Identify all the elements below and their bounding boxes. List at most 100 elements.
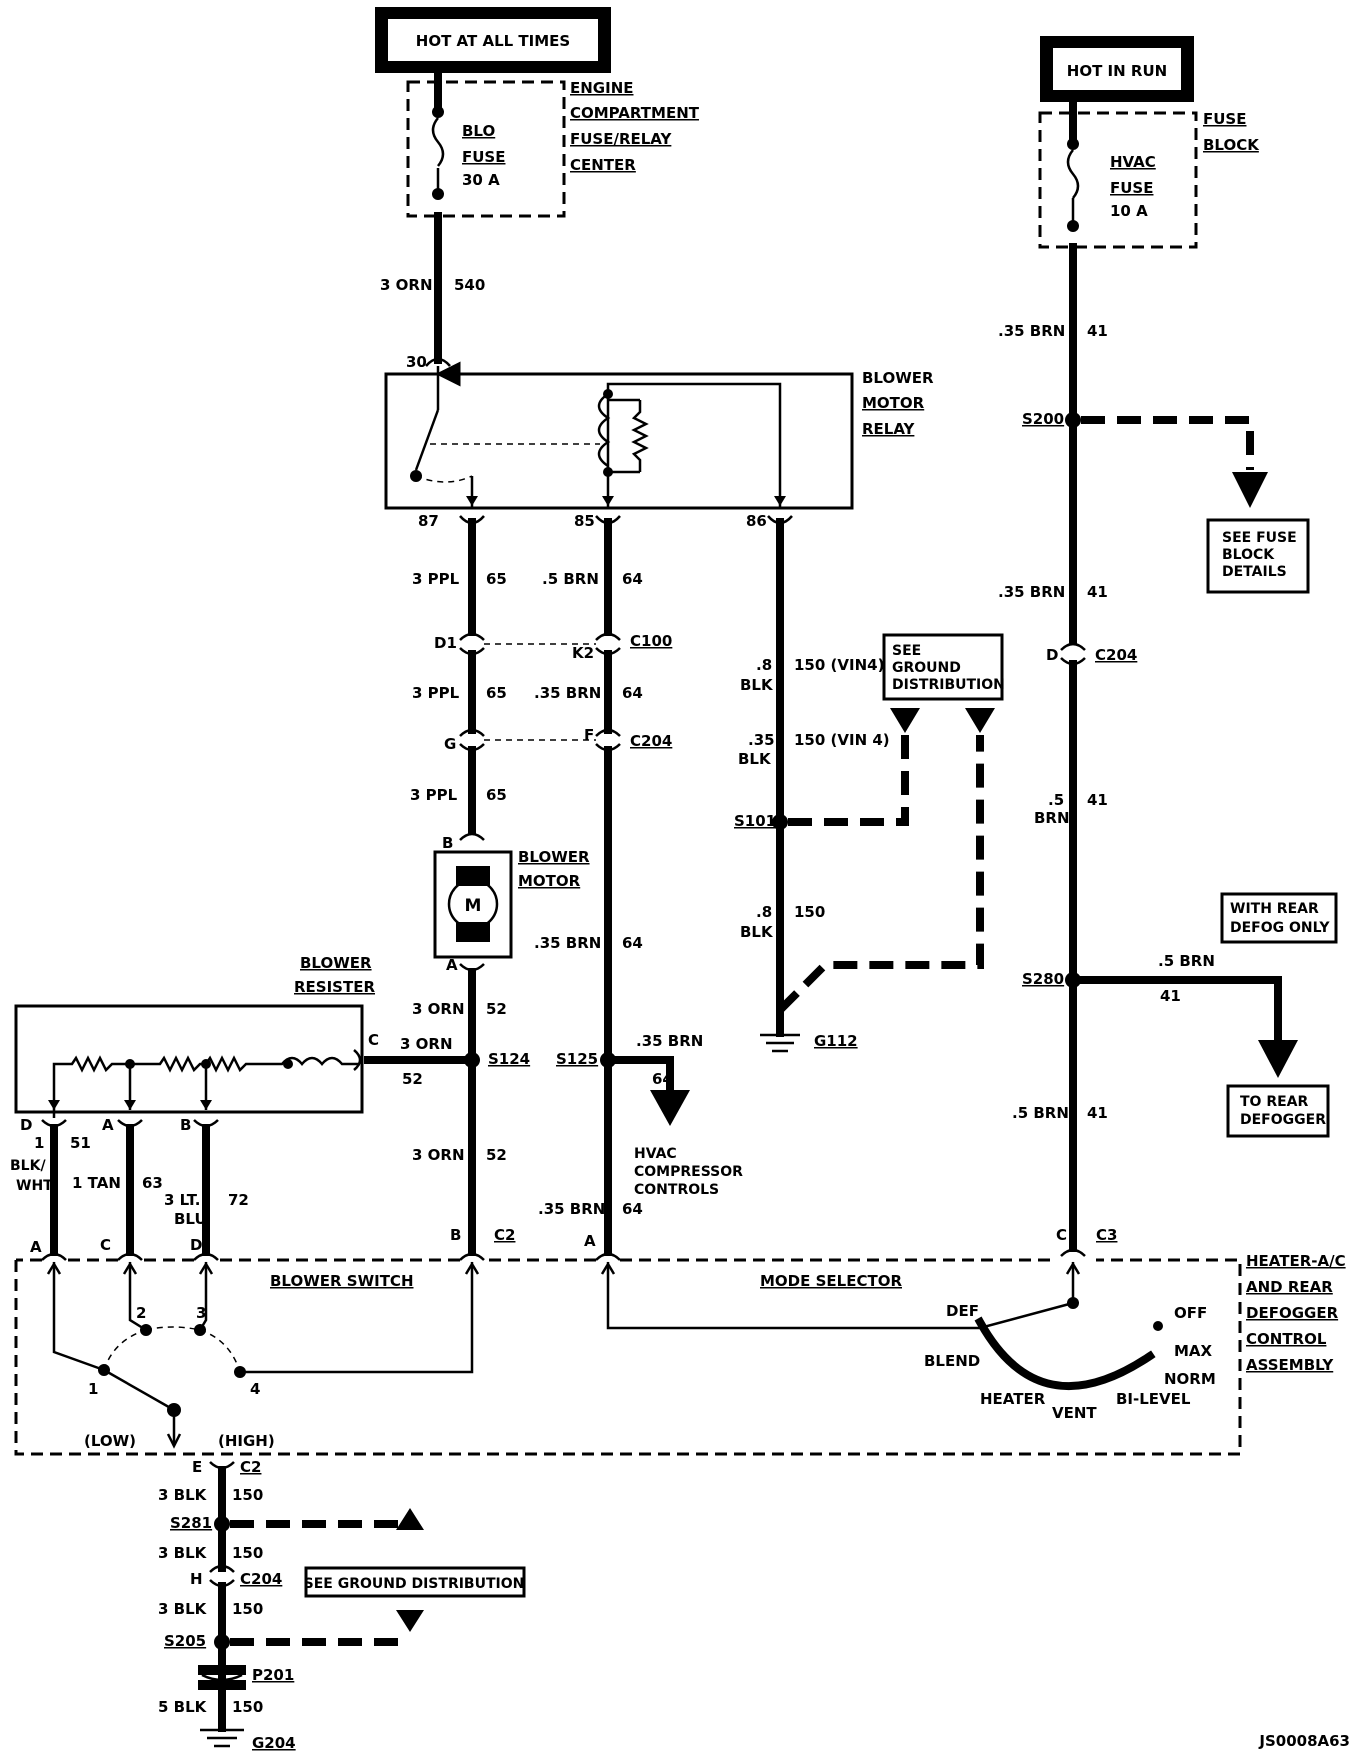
circuit-64: .5 BRN 64 K2 C100 .35 BRN 64 F C204 .35 … [484, 518, 672, 1256]
pin-k2-label: K2 [572, 644, 594, 662]
hvac-compressor-label-3: CONTROLS [634, 1182, 719, 1198]
switch-position-1: 1 [88, 1380, 98, 1398]
blower-motor-label-1: BLOWER [518, 848, 590, 866]
ground-g112-icon [760, 984, 800, 1053]
pin-h-label: H [190, 1570, 203, 1588]
engine-center-label-2: COMPARTMENT [570, 104, 700, 122]
fuse-block-label-2: BLOCK [1203, 136, 1260, 154]
fuse-block-note-3: DETAILS [1222, 564, 1287, 580]
splice-s281-dot [214, 1516, 230, 1532]
wire-72-color: BLU [174, 1210, 207, 1228]
pin-a-res-label: A [102, 1116, 114, 1134]
blower-resister: BLOWER RESISTER C D A B [14, 954, 379, 1134]
pin-85-label: 85 [574, 512, 595, 530]
wire-150g-circuit: 150 [232, 1698, 263, 1716]
splice-s101-dot [772, 814, 788, 830]
switch-position-2: 2 [136, 1304, 146, 1322]
pin-b-motor-label: B [442, 834, 453, 852]
ground-g204-label: G204 [252, 1734, 296, 1752]
switch-position-3: 3 [196, 1304, 206, 1322]
wire-63-circuit: 63 [142, 1174, 163, 1192]
pin-e-label: E [192, 1458, 202, 1476]
hvac-fuse-rating: 10 A [1110, 202, 1148, 220]
wire-63-color: 1 TAN [72, 1174, 121, 1192]
wire-540-color: 3 ORN [380, 276, 433, 294]
wire-52c-circuit: 52 [402, 1070, 423, 1088]
mode-bi-level: BI-LEVEL [1116, 1390, 1191, 1408]
blo-fuse-label-2: FUSE [462, 148, 505, 166]
wire-64e-circuit: 64 [622, 1200, 643, 1218]
resister-output-wires: 1 BLK/ WHT 51 1 TAN 63 3 LT. BLU 72 A C … [10, 1124, 249, 1261]
blo-fuse-icon [431, 117, 445, 167]
ground-dist-arrow-down [396, 1610, 424, 1632]
circuit-65: 3 PPL 65 D1 3 PPL 65 G 3 PPL 65 B [410, 518, 507, 852]
to-rear-defogger-callout: TO REAR DEFOGGER [1226, 1084, 1330, 1138]
ground-dist-1-line-3: DISTRIBUTION [892, 677, 1005, 693]
wire-150b-circuit: 150 (VIN 4) [794, 731, 890, 749]
connector-c2a-label: C2 [494, 1226, 515, 1244]
wire-64c-color: .35 BRN [534, 934, 601, 952]
wire-64a-circuit: 64 [622, 570, 643, 588]
pin-30-label: 30 [406, 353, 427, 371]
resister-label-2: RESISTER [294, 978, 375, 996]
splice-s125-label: S125 [556, 1050, 598, 1068]
rear-defog-note-1: WITH REAR [1230, 901, 1319, 917]
see-ground-distribution-callout-2 [304, 1566, 526, 1598]
ground-g112-label: G112 [814, 1032, 858, 1050]
wire-150c-gauge: .8 [756, 903, 772, 921]
wire-41a-color: .35 BRN [998, 322, 1065, 340]
resister-label-1: BLOWER [300, 954, 372, 972]
fuse-terminal-dot [432, 106, 444, 118]
wire-150e-circuit: 150 [232, 1544, 263, 1562]
relay-label-1: BLOWER [862, 369, 934, 387]
pin-87-label: 87 [418, 512, 439, 530]
pin-86-label: 86 [746, 512, 767, 530]
pin-a-motor-label: A [446, 956, 458, 974]
splice-s205-label: S205 [164, 1632, 206, 1650]
wire-41c-color: BRN [1034, 809, 1070, 827]
ground-dist-2-label: SEE GROUND DISTRIBUTION [304, 1576, 525, 1592]
passthrough-p201-label: P201 [252, 1666, 294, 1684]
wire-64b-circuit: 64 [622, 684, 643, 702]
wire-41e-circuit: 41 [1087, 1104, 1108, 1122]
hvac-compressor-arrow [650, 1090, 690, 1126]
mode-max: MAX [1174, 1342, 1213, 1360]
figure-id: JS0008A63 [1258, 1732, 1350, 1750]
mode-def: DEF [946, 1302, 979, 1320]
fuse-block-note-2: BLOCK [1222, 547, 1275, 563]
wire-51-color-1: BLK/ [10, 1158, 46, 1174]
see-fuse-block-details-callout: SEE FUSE BLOCK DETAILS [1206, 518, 1310, 594]
fuse-block-note-1: SEE FUSE [1222, 530, 1297, 546]
wire-64a-color: .5 BRN [542, 570, 599, 588]
wire-65c-circuit: 65 [486, 786, 507, 804]
to-rear-defogger-1: TO REAR [1240, 1094, 1309, 1110]
wire-41b-color: .35 BRN [998, 583, 1065, 601]
control-assembly-label-4: CONTROL [1246, 1330, 1327, 1348]
splice-s200-label: S200 [1022, 410, 1064, 428]
pin-c-switch-label: C [100, 1236, 111, 1254]
splice-s101-label: S101 [734, 812, 776, 830]
ground-path-150: E C2 3 BLK 150 S281 3 BLK 150 H C204 3 B… [158, 1458, 526, 1752]
wire-41d-color: .5 BRN [1158, 952, 1215, 970]
mode-selector: MODE SELECTOR DEF OFF BLEND MAX NORM HEA… [600, 1261, 1216, 1422]
blower-motor-label-2: MOTOR [518, 872, 581, 890]
wire-52d-circuit: 52 [486, 1146, 507, 1164]
wire-150a-circuit: 150 (VIN4) [794, 656, 884, 674]
resister-element-icon [52, 1055, 360, 1118]
wire-150d-color: 3 BLK [158, 1486, 208, 1504]
blower-switch-label: BLOWER SWITCH [270, 1272, 414, 1290]
control-assembly-label-2: AND REAR [1246, 1278, 1333, 1296]
hot-in-run-box: HOT IN RUN [1040, 36, 1194, 102]
ground-dist-1-line-2: GROUND [892, 660, 961, 676]
ground-dist-arrow-2 [965, 708, 995, 733]
splice-s125: S125 .35 BRN 64 HVAC COMPRESSOR CONTROLS… [538, 1032, 743, 1261]
switch-position-4: 4 [250, 1380, 260, 1398]
splice-s124-label: S124 [488, 1050, 530, 1068]
wire-65b-circuit: 65 [486, 684, 507, 702]
wire-150f-circuit: 150 [232, 1600, 263, 1618]
wire-64c-circuit: 64 [622, 934, 643, 952]
wire-65a-circuit: 65 [486, 570, 507, 588]
blo-fuse-label-1: BLO [462, 122, 495, 140]
wire-51-circuit: 51 [70, 1134, 91, 1152]
